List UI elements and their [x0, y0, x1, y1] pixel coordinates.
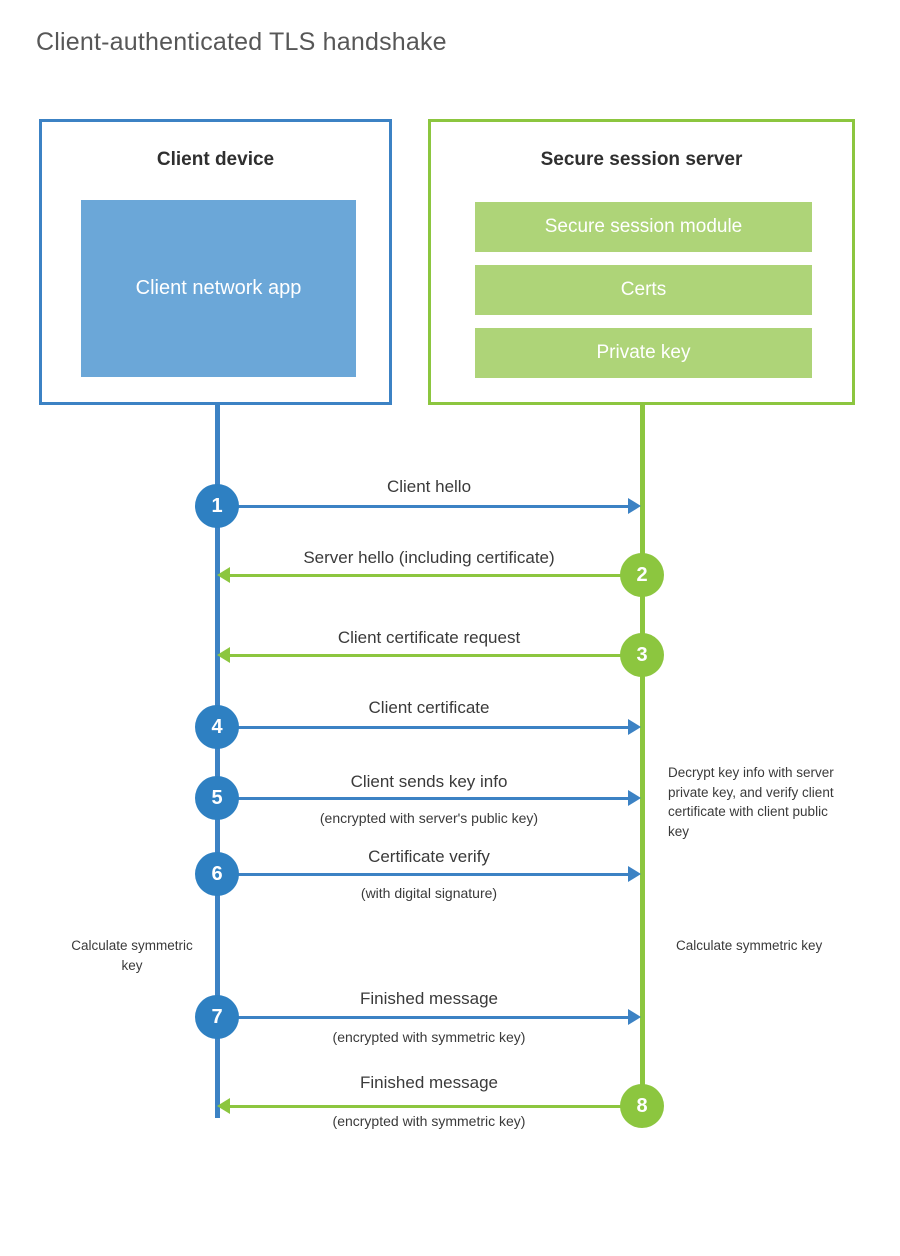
server-block-private-key: Private key [475, 328, 812, 378]
server-block-secure-session-module: Secure session module [475, 202, 812, 252]
server-lifeline [640, 405, 645, 1107]
step-3-circle[interactable]: 3 [620, 633, 664, 677]
step-7-circle[interactable]: 7 [195, 995, 239, 1039]
step-6-sublabel: (with digital signature) [360, 885, 498, 901]
secure-session-server-title: Secure session server [540, 149, 743, 170]
step-6-number: 6 [211, 862, 223, 885]
step-4-number: 4 [211, 715, 223, 738]
step-1-number: 1 [211, 494, 223, 517]
step-2-number: 2 [636, 563, 648, 586]
client-lifeline [215, 405, 220, 1118]
step-3-label: Client certificate request [337, 628, 521, 647]
step-2-arrow-line [228, 574, 628, 577]
step-6-arrowhead-icon [628, 866, 641, 882]
step-3-number: 3 [636, 643, 648, 666]
step-8-number: 8 [636, 1094, 648, 1117]
step-4-label: Client certificate [368, 698, 490, 717]
step-5-number: 5 [211, 786, 223, 809]
page-title: Client-authenticated TLS handshake [36, 28, 447, 56]
step-7-number: 7 [211, 1005, 223, 1028]
step-3-arrowhead-icon [217, 647, 230, 663]
client-device-box: Client device Client network app [39, 119, 392, 405]
step-6-arrow-line [228, 873, 628, 876]
step-8-label: Finished message [360, 1073, 498, 1092]
step-7-arrow-line [228, 1016, 628, 1019]
step-5-circle[interactable]: 5 [195, 776, 239, 820]
server-decrypt-annotation: Decrypt key info with server private key… [668, 765, 834, 839]
step-5-label: Client sends key info [350, 772, 508, 791]
step-3-arrow-line [228, 654, 628, 657]
step-4-arrow-line [228, 726, 628, 729]
step-5-arrow-line [228, 797, 628, 800]
client-device-title: Client device [156, 149, 275, 170]
server-block-certs: Certs [475, 265, 812, 315]
step-8-arrowhead-icon [217, 1098, 230, 1114]
step-1-arrowhead-icon [628, 498, 641, 514]
step-1-label: Client hello [386, 477, 472, 496]
step-4-arrowhead-icon [628, 719, 641, 735]
step-6-circle[interactable]: 6 [195, 852, 239, 896]
step-8-sublabel: (encrypted with symmetric key) [332, 1113, 526, 1129]
step-1-circle[interactable]: 1 [195, 484, 239, 528]
step-2-label: Server hello (including certificate) [303, 548, 555, 567]
step-8-circle[interactable]: 8 [620, 1084, 664, 1128]
step-5-arrowhead-icon [628, 790, 641, 806]
server-calculate-symmetric-key-annotation: Calculate symmetric key [676, 938, 823, 953]
step-2-arrowhead-icon [217, 567, 230, 583]
step-7-arrowhead-icon [628, 1009, 641, 1025]
step-6-label: Certificate verify [368, 847, 490, 866]
step-1-arrow-line [228, 505, 628, 508]
client-network-app-block: Client network app [81, 200, 356, 377]
step-4-circle[interactable]: 4 [195, 705, 239, 749]
step-2-circle[interactable]: 2 [620, 553, 664, 597]
step-5-sublabel: (encrypted with server's public key) [319, 810, 539, 826]
secure-session-server-box: Secure session server Secure session mod… [428, 119, 855, 405]
client-calculate-symmetric-key-annotation: Calculate symmetric key [71, 938, 193, 973]
step-7-sublabel: (encrypted with symmetric key) [332, 1029, 526, 1045]
step-7-label: Finished message [360, 989, 498, 1008]
step-8-arrow-line [228, 1105, 628, 1108]
